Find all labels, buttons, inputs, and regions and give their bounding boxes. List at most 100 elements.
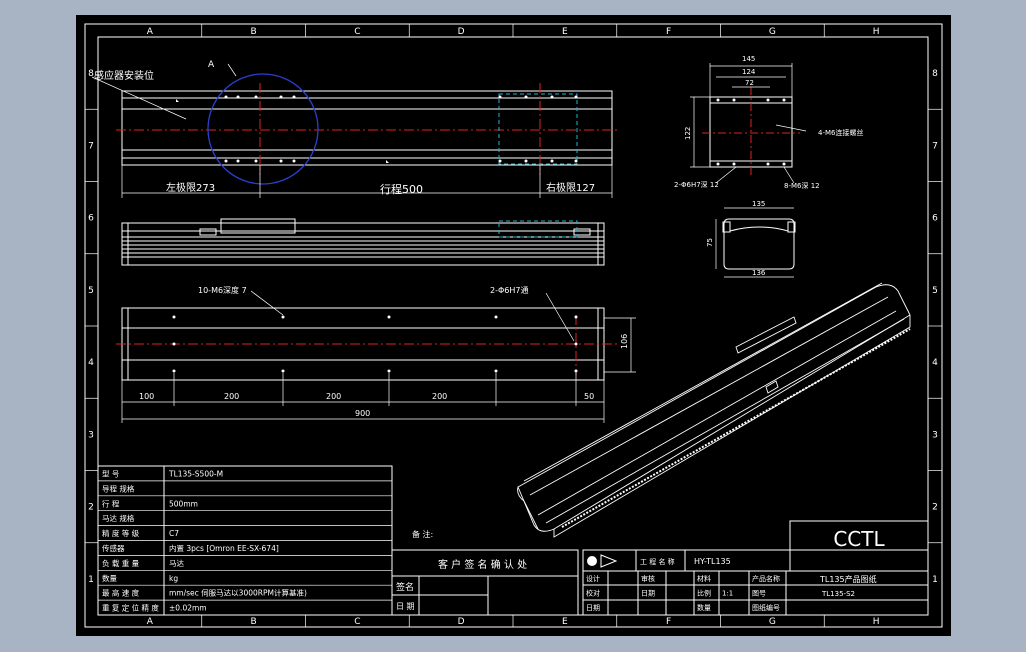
spec-value: 内置 3pcs [Omron EE-SX-674] [169, 543, 279, 553]
end-note-1: 4-M6连接螺丝 [818, 128, 863, 137]
title-cell: 校对 [586, 589, 600, 598]
row-label: 7 [88, 141, 94, 151]
row-label: 2 [88, 503, 94, 513]
spec-label: 重 复 定 位 精 度 [102, 603, 159, 613]
projection-symbol-icon [600, 554, 618, 568]
section-bottom: 136 [752, 269, 766, 277]
row-label: 6 [932, 214, 938, 224]
logo-mark-icon [587, 556, 597, 566]
sensor-note: 感应器安装位 [94, 69, 154, 82]
side-view [121, 218, 605, 266]
title-block: CCTL 工 程 名 称 HY-TL135 TL135产品图纸 TL135-S2… [582, 520, 929, 616]
spec-label: 数量 [102, 573, 117, 583]
end-w1: 145 [742, 55, 755, 63]
right-limit-label: 右极限127 [546, 181, 595, 194]
spec-value: 马达 [169, 558, 184, 568]
row-label: 2 [932, 503, 938, 513]
row-label: 4 [932, 358, 938, 368]
detail-circle [207, 73, 319, 185]
section-top: 135 [752, 200, 765, 208]
row-label: 3 [932, 430, 938, 440]
row-labels-right: 8 7 6 5 4 3 2 1 [928, 69, 942, 585]
spec-label: 传感器 [102, 543, 125, 553]
end-note-3: 8-M6深 12 [784, 181, 820, 190]
end-w3: 72 [745, 79, 754, 87]
title-cell: 审核 [641, 574, 655, 583]
title-cell: 日期 [641, 590, 655, 598]
column-label: G [769, 617, 776, 627]
stroke-label: 行程500 [380, 183, 423, 196]
notes-label: 备 注: [412, 529, 433, 539]
dim-200-b: 200 [326, 392, 341, 401]
spec-label: 最 高 速 度 [102, 588, 140, 598]
title-cell: 数量 [697, 603, 711, 612]
title-cell: 图纸编号 [752, 603, 780, 612]
column-label: A [147, 27, 154, 37]
outer-border [84, 23, 943, 628]
spec-value: mm/sec 伺服马达以3000RPM计算基准) [169, 588, 307, 598]
column-label: D [458, 617, 465, 627]
top-view: 10-M6深度 7 2-Φ6H7通 100 200 200 200 50 900… [116, 285, 636, 423]
end-w2: 124 [742, 68, 756, 76]
title-cell: 材料 [697, 574, 711, 583]
spec-label: 精 度 等 级 [102, 528, 140, 538]
row-label: 1 [88, 575, 94, 585]
section-h: 75 [706, 238, 714, 247]
confirm-sign: 签名 [396, 581, 414, 593]
column-label: G [769, 27, 776, 37]
section-view: 135 75 136 [706, 200, 796, 278]
column-label: A [147, 617, 154, 627]
column-label: H [873, 617, 880, 627]
title-cell: 图号 [752, 590, 766, 598]
row-label: 7 [932, 141, 938, 151]
column-label: B [251, 617, 257, 627]
project-value: HY-TL135 [694, 557, 731, 566]
column-label: E [562, 27, 568, 37]
row-label: 6 [88, 214, 94, 224]
column-label: D [458, 27, 465, 37]
row-label: 5 [932, 286, 938, 296]
dim-overall: 900 [355, 409, 370, 418]
column-label: F [666, 617, 671, 627]
spec-label: 负 载 重 量 [102, 558, 140, 568]
customer-confirm: 客 户 签 名 确 认 处 签名 日 期 [391, 549, 579, 616]
row-label: 8 [88, 69, 94, 79]
left-limit-label: 左极限273 [166, 181, 215, 194]
company-name: CCTL [833, 527, 885, 551]
dim-200-a: 200 [224, 392, 239, 401]
spec-label: 型 号 [102, 470, 119, 479]
spec-label: 导程 规格 [102, 483, 135, 493]
dim-50: 50 [584, 392, 594, 401]
title-cell: 日期 [586, 604, 600, 612]
row-label: 5 [88, 286, 94, 296]
title-cell: 产品名称 [752, 574, 780, 583]
column-label: H [873, 27, 880, 37]
spec-value: TL135-S500-M [168, 470, 223, 479]
dim-height: 106 [620, 334, 629, 349]
spec-value: kg [169, 574, 178, 583]
spec-value: ±0.02mm [169, 604, 207, 613]
spec-value: 500mm [169, 499, 198, 508]
row-label: 1 [932, 575, 938, 585]
project-label: 工 程 名 称 [640, 557, 675, 566]
dim-100: 100 [139, 392, 154, 401]
row-label: 8 [932, 69, 938, 79]
confirm-date: 日 期 [396, 602, 415, 611]
column-label: F [666, 27, 671, 37]
end-view: 145 124 72 122 4-M6连接螺丝 2-Φ6H7深 12 8-M6深… [674, 55, 863, 190]
product-name: TL135产品图纸 [819, 574, 877, 584]
hole-note: 10-M6深度 7 [198, 285, 247, 295]
column-label: B [251, 27, 257, 37]
isometric-view [517, 282, 911, 538]
row-label: 4 [88, 358, 94, 368]
drawing-number: TL135-S2 [821, 590, 855, 598]
front-view: 感应器安装位 A 左极限273 行程500 右极限127 [91, 60, 618, 198]
pin-note: 2-Φ6H7通 [490, 285, 528, 295]
end-note-2: 2-Φ6H7深 12 [674, 180, 719, 189]
detail-label: A [208, 60, 215, 70]
